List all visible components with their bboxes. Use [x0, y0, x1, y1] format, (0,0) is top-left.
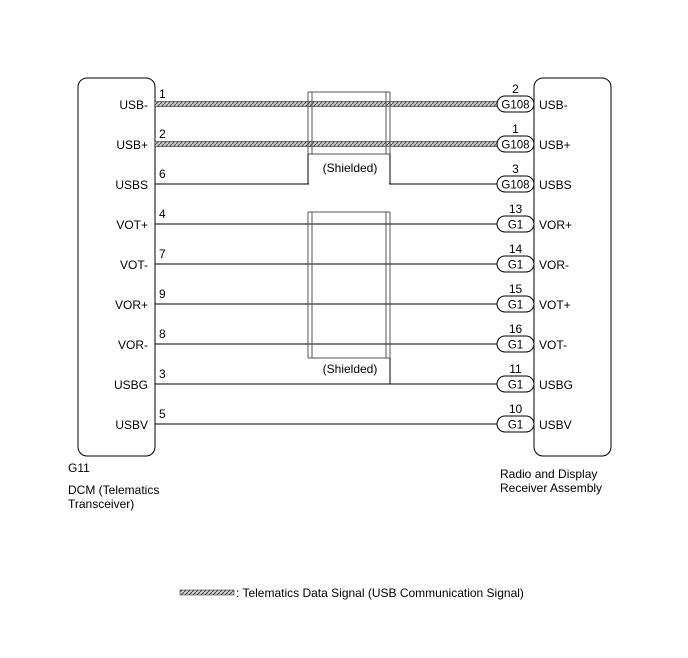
dcm-code: G11 — [68, 461, 90, 475]
usb-signal-wire — [154, 101, 498, 107]
right-pin-number: 2 — [512, 82, 519, 96]
receiver-name-line-2: Receiver Assembly — [500, 481, 602, 495]
right-terminal-label: USBS — [539, 178, 572, 192]
left-pin-number: 2 — [159, 127, 166, 141]
connector-code: G108 — [501, 180, 529, 192]
connector-code: G1 — [508, 340, 523, 352]
connector-code: G1 — [508, 300, 523, 312]
left-terminal-label: USB- — [119, 98, 148, 112]
connector-code: G1 — [508, 420, 523, 432]
right-terminal-label: USB+ — [539, 138, 571, 152]
connector-capsule — [496, 95, 535, 113]
left-terminal-label: VOR+ — [115, 298, 148, 312]
right-pin-number: 3 — [512, 162, 519, 176]
shield-lower — [307, 211, 391, 384]
right-pin-number: 13 — [509, 202, 523, 216]
connector-code: G108 — [501, 100, 529, 112]
left-pin-number: 3 — [159, 367, 166, 381]
right-pin-number: 15 — [509, 282, 523, 296]
left-terminal-label: USBG — [114, 378, 148, 392]
shield-label-upper: (Shielded) — [323, 161, 378, 175]
shield-upper — [307, 91, 391, 186]
dcm-box — [77, 77, 156, 457]
left-terminal-label: VOT- — [120, 258, 148, 272]
left-terminal-label: USBS — [115, 178, 148, 192]
legend-text: : Telematics Data Signal (USB Communicat… — [236, 586, 524, 600]
shield-label-lower: (Shielded) — [323, 362, 378, 376]
right-pin-number: 10 — [509, 402, 523, 416]
shields-layer — [307, 91, 391, 384]
connector-capsule — [496, 135, 535, 153]
receiver-name-line-1: Radio and Display — [500, 467, 597, 481]
right-terminal-label: VOR+ — [539, 218, 572, 232]
right-terminal-label: USB- — [539, 98, 568, 112]
left-terminal-label: VOR- — [118, 338, 148, 352]
connector-code: G1 — [508, 380, 523, 392]
right-terminal-label: USBV — [539, 418, 572, 432]
right-pin-number: 16 — [509, 322, 523, 336]
right-pin-number: 11 — [509, 362, 522, 376]
dcm-name-line-2: Transceiver) — [68, 497, 134, 511]
left-terminal-label: USBV — [115, 418, 148, 432]
left-pin-number: 6 — [159, 167, 166, 181]
usb-signal-wire — [154, 141, 498, 147]
connector-capsule — [496, 415, 535, 433]
connector-capsule — [496, 295, 535, 313]
left-pin-number: 1 — [159, 87, 166, 101]
right-terminal-label: VOT+ — [539, 298, 571, 312]
left-pin-number: 9 — [159, 287, 166, 301]
right-pin-number: 14 — [509, 242, 523, 256]
connector-code: G108 — [501, 140, 529, 152]
right-terminal-label: USBG — [539, 378, 573, 392]
connector-code: G1 — [508, 260, 523, 272]
right-terminal-label: VOT- — [539, 338, 567, 352]
connector-capsule — [496, 255, 535, 273]
left-pin-number: 4 — [159, 207, 166, 221]
right-pin-number: 1 — [512, 122, 519, 136]
connector-capsule — [496, 175, 535, 193]
connector-capsule — [496, 215, 535, 233]
left-pin-number: 8 — [159, 327, 166, 341]
left-pin-number: 5 — [159, 407, 166, 421]
connector-capsule — [496, 335, 535, 353]
right-terminal-label: VOR- — [539, 258, 569, 272]
connector-capsule — [496, 375, 535, 393]
connector-code: G1 — [508, 220, 523, 232]
dcm-name-line-1: DCM (Telematics — [68, 483, 159, 497]
left-terminal-label: VOT+ — [116, 218, 148, 232]
radio-receiver-box — [533, 77, 612, 457]
legend-usb-signal-swatch — [179, 589, 235, 596]
left-terminal-label: USB+ — [116, 138, 148, 152]
left-pin-number: 7 — [159, 247, 166, 261]
